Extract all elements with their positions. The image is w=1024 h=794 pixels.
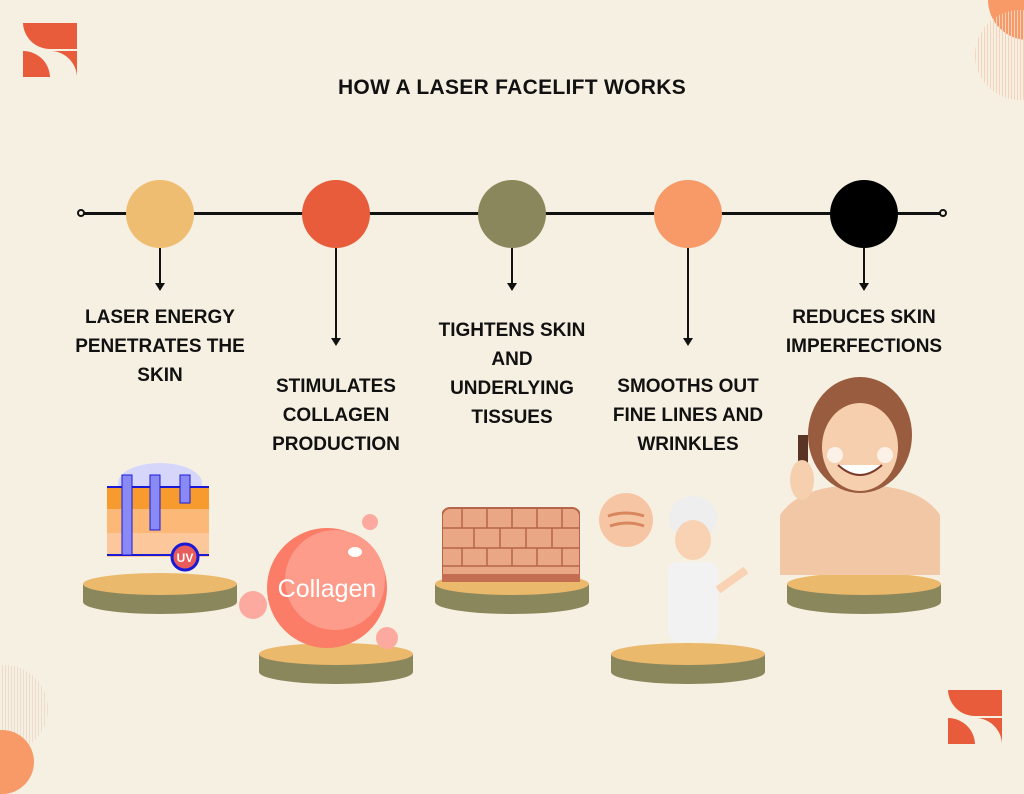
timeline-start-dot [77,209,85,217]
step-5-label: REDUCES SKIN IMPERFECTIONS [785,307,943,357]
step-3-label: TIGHTENS SKIN AND UNDERLYING TISSUES [438,320,586,428]
smiling-woman-illustration [780,377,940,575]
step-4-connector [687,248,689,338]
step-1-label: LASER ENERGY PENETRATES THE SKIN [75,307,245,386]
arrow-down-icon [507,283,517,291]
laser-skin-illustration: UV [107,463,209,572]
step-4-label: SMOOTHS OUT FINE LINES AND WRINKLES [612,376,764,455]
arrow-down-icon [155,283,165,291]
step-5-circle [830,180,898,248]
step-2-label: STIMULATES COLLAGEN PRODUCTION [272,376,400,455]
arrow-down-icon [859,283,869,291]
step-5-pedestal [787,573,941,614]
step-1-circle [126,180,194,248]
page-title: HOW A LASER FACELIFT WORKS [337,76,687,99]
step-2-connector [335,248,337,338]
arrow-down-icon [331,338,341,346]
brand-logo-bottom [948,690,1002,744]
arrow-down-icon [683,338,693,346]
step-4-circle [654,180,722,248]
svg-text:Collagen: Collagen [278,575,377,603]
svg-text:UV: UV [177,551,194,565]
step-5-connector [863,248,865,283]
step-2-circle [302,180,370,248]
step-3-connector [511,248,513,283]
timeline-end-dot [939,209,947,217]
step-2-pedestal [259,643,413,684]
step-4-pedestal [611,643,765,684]
step-1-connector [159,248,161,283]
step-1-pedestal [83,573,237,614]
collagen-sphere-illustration: Collagen [239,514,398,649]
woman-towel-illustration [599,493,749,642]
skin-tissue-illustration [442,507,580,582]
brand-logo-top [23,23,77,77]
step-3-circle [478,180,546,248]
